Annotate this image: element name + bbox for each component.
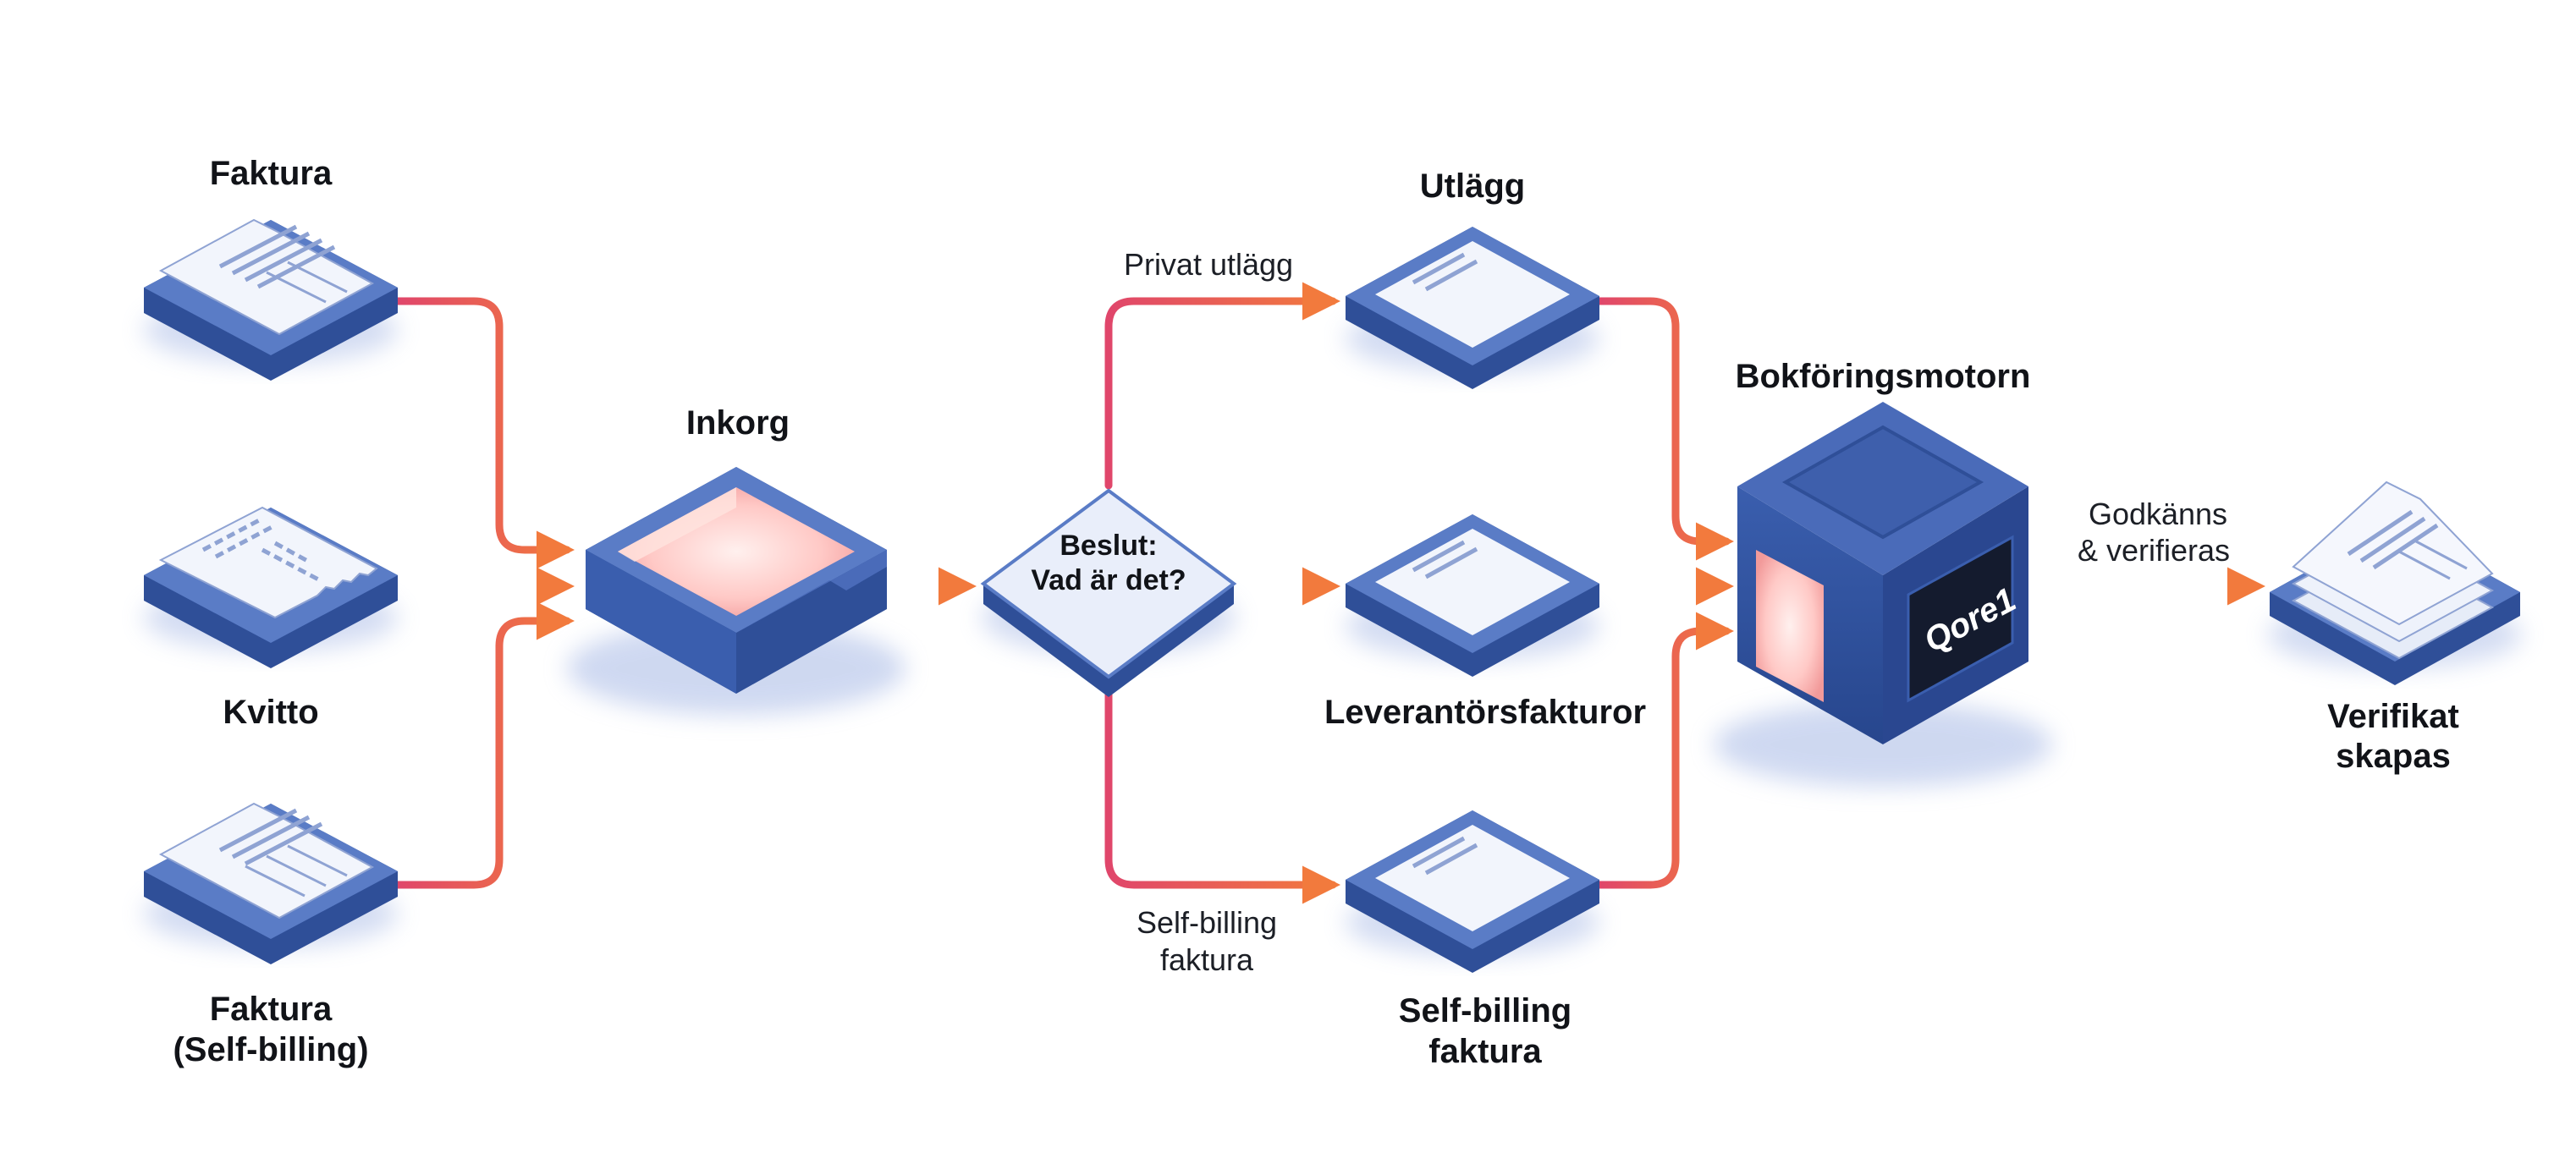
- edge-label-privat-utlagg: Privat utlägg: [1124, 247, 1293, 282]
- engine-logo-badge: Qore1: [1907, 535, 2022, 703]
- faktura-self-billing-node: [144, 802, 398, 964]
- inkorg-node: [567, 467, 905, 715]
- edge-faktura-to-inkorg: [394, 297, 575, 569]
- verifikat-label-2: skapas: [2336, 738, 2451, 775]
- receipt-icon: [158, 506, 378, 619]
- document-icon: [1375, 529, 1570, 635]
- faktura-self-billing-label-2: (Self-billing): [173, 1031, 368, 1068]
- self-billing-faktura-label-1: Self-billing: [1399, 992, 1571, 1029]
- beslut-label-2: Vad är det?: [1031, 564, 1186, 596]
- faktura-self-billing-label-1: Faktura: [210, 991, 333, 1028]
- invoice-doc-icon: [158, 218, 375, 336]
- edge-label-godkanns-2: & verifieras: [2078, 533, 2230, 568]
- utlagg-node: [1346, 227, 1599, 389]
- edge-label-self-billing-1: Self-billing: [1137, 905, 1277, 940]
- self-billing-faktura-label-2: faktura: [1428, 1033, 1542, 1070]
- edge-selfbilling-to-inkorg: [394, 601, 575, 889]
- self-billing-faktura-node: [1346, 810, 1599, 973]
- kvitto-node: [144, 506, 398, 668]
- edge-label-self-billing-2: faktura: [1160, 942, 1254, 977]
- invoice-doc-icon: [158, 802, 375, 920]
- verifikat-label-1: Verifikat: [2327, 698, 2459, 735]
- stacked-documents-icon: [2291, 480, 2495, 660]
- bokforingsmotorn-label: Bokföringsmotorn: [1736, 358, 2031, 395]
- edges: [394, 282, 2265, 904]
- engine-glow-panel: [1756, 550, 1824, 702]
- edge-beslut-to-selfbilling: [1104, 683, 1340, 904]
- edge-utlagg-to-engine: [1595, 297, 1734, 561]
- document-icon: [1375, 241, 1570, 348]
- edge-label-godkanns-1: Godkänns: [2089, 497, 2227, 531]
- document-icon: [1375, 825, 1570, 931]
- edge-beslut-to-utlagg: [1104, 282, 1340, 490]
- leverantorsfakturor-label: Leverantörsfakturor: [1324, 694, 1646, 731]
- kvitto-label: Kvitto: [223, 694, 318, 731]
- faktura-label: Faktura: [210, 155, 333, 192]
- inkorg-label: Inkorg: [686, 404, 790, 442]
- leverantorsfakturor-node: [1346, 514, 1599, 677]
- verifikat-node: [2268, 480, 2522, 685]
- edge-selfbilling-to-engine: [1595, 612, 1734, 889]
- beslut-label-1: Beslut:: [1060, 530, 1157, 562]
- utlagg-label: Utlägg: [1420, 167, 1525, 205]
- faktura-node: [144, 218, 398, 381]
- beslut-node: [980, 488, 1237, 697]
